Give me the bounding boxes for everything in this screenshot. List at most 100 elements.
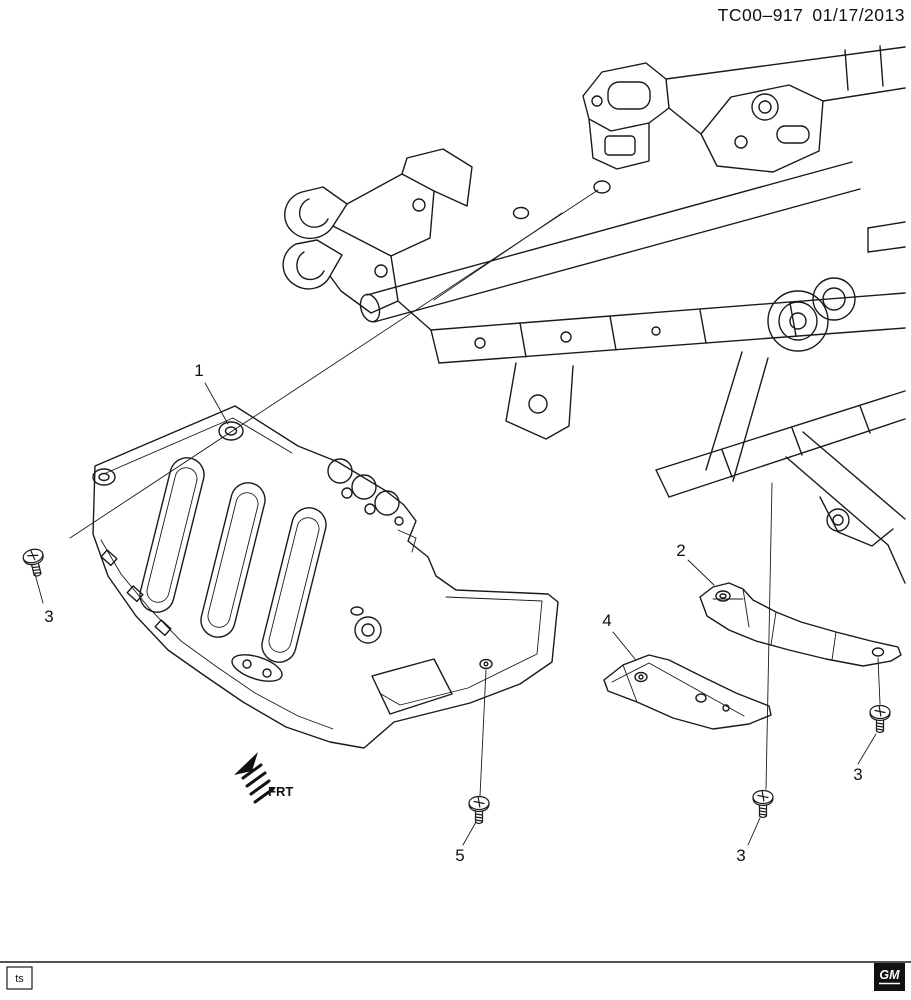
callout-3-bottom-label: 3 — [736, 846, 745, 865]
drawing-line — [776, 125, 810, 144]
leader-callout-3-bottom — [747, 817, 761, 846]
drawing-line — [603, 654, 772, 730]
drawing-line — [582, 62, 670, 132]
drawing-line — [719, 593, 727, 599]
callout-1-label: 1 — [194, 361, 203, 380]
frt-arrow-icon — [234, 752, 258, 775]
leader-plate-to-frame — [69, 189, 599, 539]
drawing-line — [298, 198, 329, 228]
drawing-line — [354, 616, 382, 644]
gm-logo-label: GM — [879, 968, 900, 982]
drawing-line — [734, 135, 748, 149]
drawing-line — [327, 458, 353, 484]
drawing-line — [245, 771, 267, 788]
drawing-line — [742, 588, 750, 628]
drawing-line — [241, 763, 263, 780]
drawing-line — [479, 658, 493, 670]
drawing-line — [638, 674, 644, 680]
drawing-line — [351, 474, 377, 500]
drawing-line — [483, 661, 489, 667]
leader-bracket-to-bolt-right — [877, 657, 881, 705]
frame-assembly-drawing — [282, 45, 906, 584]
drawing-line — [722, 704, 730, 712]
drawing-line — [366, 161, 853, 296]
drawing-line — [505, 362, 574, 440]
drawing-line — [374, 264, 388, 278]
drawing-line — [859, 405, 871, 434]
leader-frame-to-bolt-bottom — [765, 482, 773, 790]
bolt-icon-bottom-right — [752, 789, 774, 819]
drawing-line — [789, 302, 797, 337]
drawing-line — [92, 405, 559, 749]
drawing-line — [374, 490, 400, 516]
drawing-line — [767, 290, 829, 352]
drawing-line — [705, 351, 743, 471]
drawing-line — [100, 539, 334, 730]
drawing-line — [732, 357, 769, 482]
drawing-line — [655, 469, 670, 498]
drawing-line — [826, 508, 850, 532]
drawing-line — [364, 503, 376, 515]
drawing-line — [844, 49, 849, 91]
drawing-line — [832, 514, 844, 526]
drawing-line — [261, 507, 327, 663]
drawing-line — [879, 45, 884, 87]
drawing-line — [812, 277, 856, 321]
leader-callout-5 — [462, 821, 477, 846]
drawing-line — [607, 81, 651, 110]
frt-label: FRT — [268, 784, 293, 799]
small-shield-drawing — [603, 654, 772, 730]
drawing-line — [105, 417, 293, 474]
leader-callout-2 — [687, 559, 715, 586]
leader-plate-to-bolt-5 — [479, 669, 487, 797]
drawing-line — [371, 658, 453, 715]
drawing-line — [207, 492, 259, 628]
drawing-line — [200, 482, 266, 638]
drawing-line — [611, 662, 745, 717]
drawing-line — [591, 95, 603, 107]
drawing-line — [268, 517, 320, 653]
drawing-line — [474, 337, 486, 349]
drawing-line — [438, 327, 906, 364]
drawing-line — [665, 46, 906, 80]
drawing-line — [871, 647, 885, 657]
sheet-tag-box — [6, 966, 33, 990]
drawing-line — [262, 668, 272, 678]
gm-logo — [874, 963, 905, 991]
drawing-line — [231, 654, 283, 682]
drawing-line — [770, 611, 777, 646]
drawing-line — [604, 135, 636, 156]
frt-arrow-hatching — [241, 763, 275, 804]
bolt-icon-left — [21, 546, 49, 579]
drawing-line — [802, 431, 906, 520]
drawing-line — [721, 449, 733, 478]
callout-5-label: 5 — [455, 846, 464, 865]
drawing-line — [758, 100, 772, 114]
drawing-line — [394, 516, 404, 526]
document-date: 01/17/2013 — [812, 5, 905, 25]
drawing-line — [785, 456, 889, 546]
drawing-line — [296, 251, 325, 281]
drawing-line — [341, 487, 353, 499]
leader-callout-4 — [612, 631, 636, 660]
drawing-line — [401, 148, 473, 207]
rear-bracket-drawing — [699, 582, 902, 667]
drawing-line — [146, 467, 198, 603]
drawing-line — [249, 779, 271, 796]
drawing-line — [560, 331, 572, 343]
drawing-line — [655, 390, 906, 471]
drawing-line — [831, 631, 837, 661]
drawing-line — [224, 426, 238, 436]
drawing-line — [867, 246, 906, 253]
drawing-line — [361, 623, 375, 637]
drawing-line — [519, 322, 527, 358]
drawing-line — [282, 239, 343, 290]
leader-callout-1 — [204, 382, 229, 425]
bolt-icon-right — [869, 704, 891, 734]
skid-plate-drawing — [92, 405, 559, 749]
drawing-line — [778, 301, 818, 341]
drawing-line — [253, 787, 275, 804]
